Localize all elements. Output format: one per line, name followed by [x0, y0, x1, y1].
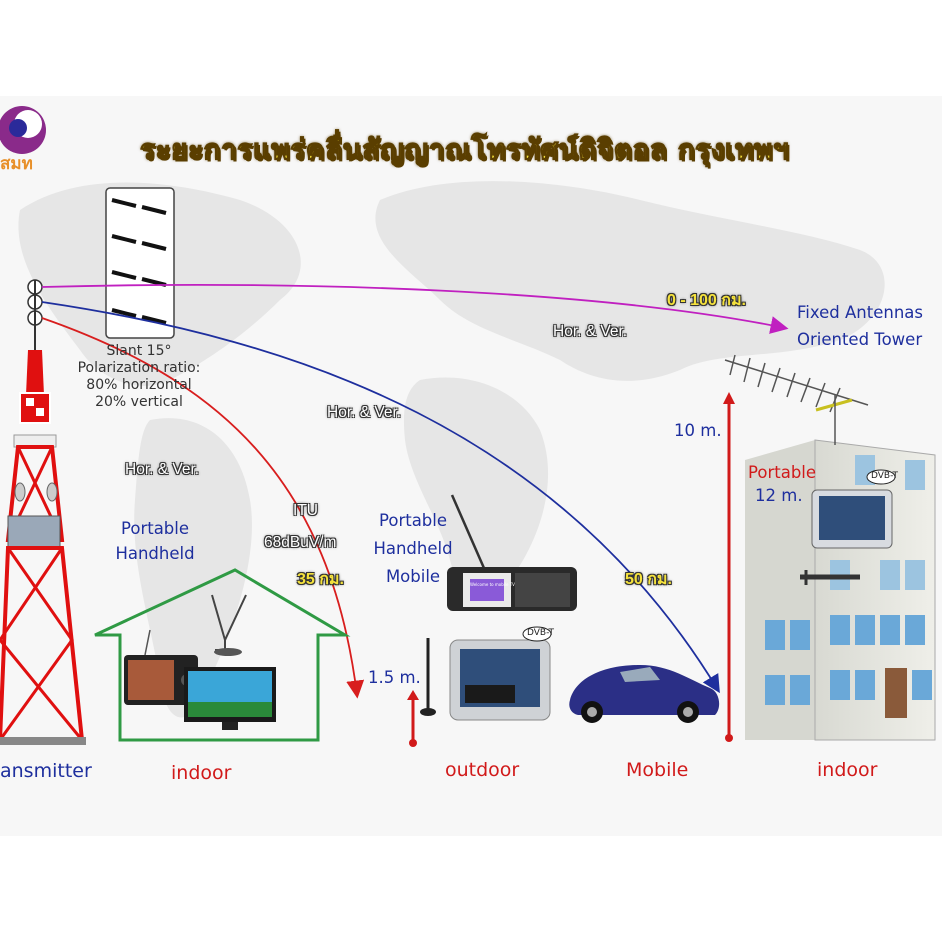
polarization-caption: Slant 15° Polarization ratio: 80% horizo… [64, 343, 214, 411]
portable-mobile-caption: Portable Handheld Mobile [358, 507, 468, 591]
house-icon [94, 568, 351, 742]
polarization-line-4: 20% vertical [95, 394, 183, 410]
outdoor-portable-tv-icon [407, 638, 551, 747]
indoor-left-label: indoor [171, 762, 232, 784]
mobile-label: Mobile [626, 759, 689, 781]
transmitter-tower-icon [0, 279, 86, 745]
transmitter-label: ansmitter [0, 760, 92, 782]
polarization-line-2: Polarization ratio: [77, 360, 201, 376]
portable-handheld-line-2: Handheld [115, 544, 195, 563]
fixed-link-arc [41, 284, 789, 334]
logo-text: สมท [0, 154, 33, 174]
range-portable-label: 35 กม. [297, 571, 344, 588]
outdoor-label: outdoor [445, 759, 520, 781]
field-strength-label: 68dBuV/m [264, 534, 337, 551]
portable-mobile-line-2: Handheld [373, 539, 453, 558]
hv-label-left: Hor. & Ver. [125, 461, 200, 478]
polarization-line-3: 80% horizontal [86, 377, 192, 393]
height-10m-label: 10 m. [674, 421, 722, 440]
mobile-link-arc [41, 301, 720, 694]
car-icon [569, 665, 720, 723]
yagi-antenna-icon [724, 354, 869, 445]
polarization-line-1: Slant 15° [106, 343, 172, 359]
indoor-right-label: indoor [817, 759, 878, 781]
portable-handheld-caption: Portable Handheld [100, 516, 210, 566]
phone-screen-text: Welcome to mobile TV [470, 582, 515, 587]
height-1-5m-label: 1.5 m. [368, 668, 421, 687]
portable-mobile-line-1: Portable [378, 511, 448, 530]
oriented-tower-label: Oriented Tower [797, 330, 923, 349]
portable-link-arc [41, 317, 365, 699]
height-10m-arrow [723, 392, 735, 742]
hv-label-mid: Hor. & Ver. [327, 404, 402, 421]
fixed-antennas-label: Fixed Antennas [797, 303, 923, 322]
page-title: ระยะการแพร่คลื่นสัญญาณโทรทัศน์ดิจิตอล กร… [139, 132, 790, 166]
dvbt-badge-outdoor [522, 626, 552, 642]
portable-handheld-line-1: Portable [120, 519, 190, 538]
hv-label-top: Hor. & Ver. [553, 323, 628, 340]
polarization-diagram [105, 187, 175, 339]
dvbt-label-building: DVB-T [871, 471, 899, 481]
portable-building-label: Portable [748, 463, 817, 482]
itu-label: ITU [293, 502, 318, 519]
building-icon [745, 439, 936, 741]
range-mobile-label: 50 กม. [625, 571, 672, 588]
dvbt-badge-building [866, 469, 896, 485]
mobile-phone-icon [447, 494, 577, 611]
mcot-logo-icon [0, 106, 46, 154]
dvbt-label-outdoor: DVB-T [527, 628, 555, 638]
portable-mobile-line-3: Mobile [385, 567, 441, 586]
range-fixed-label: 0 - 100 กม. [667, 292, 746, 309]
height-12m-label: 12 m. [755, 486, 803, 505]
